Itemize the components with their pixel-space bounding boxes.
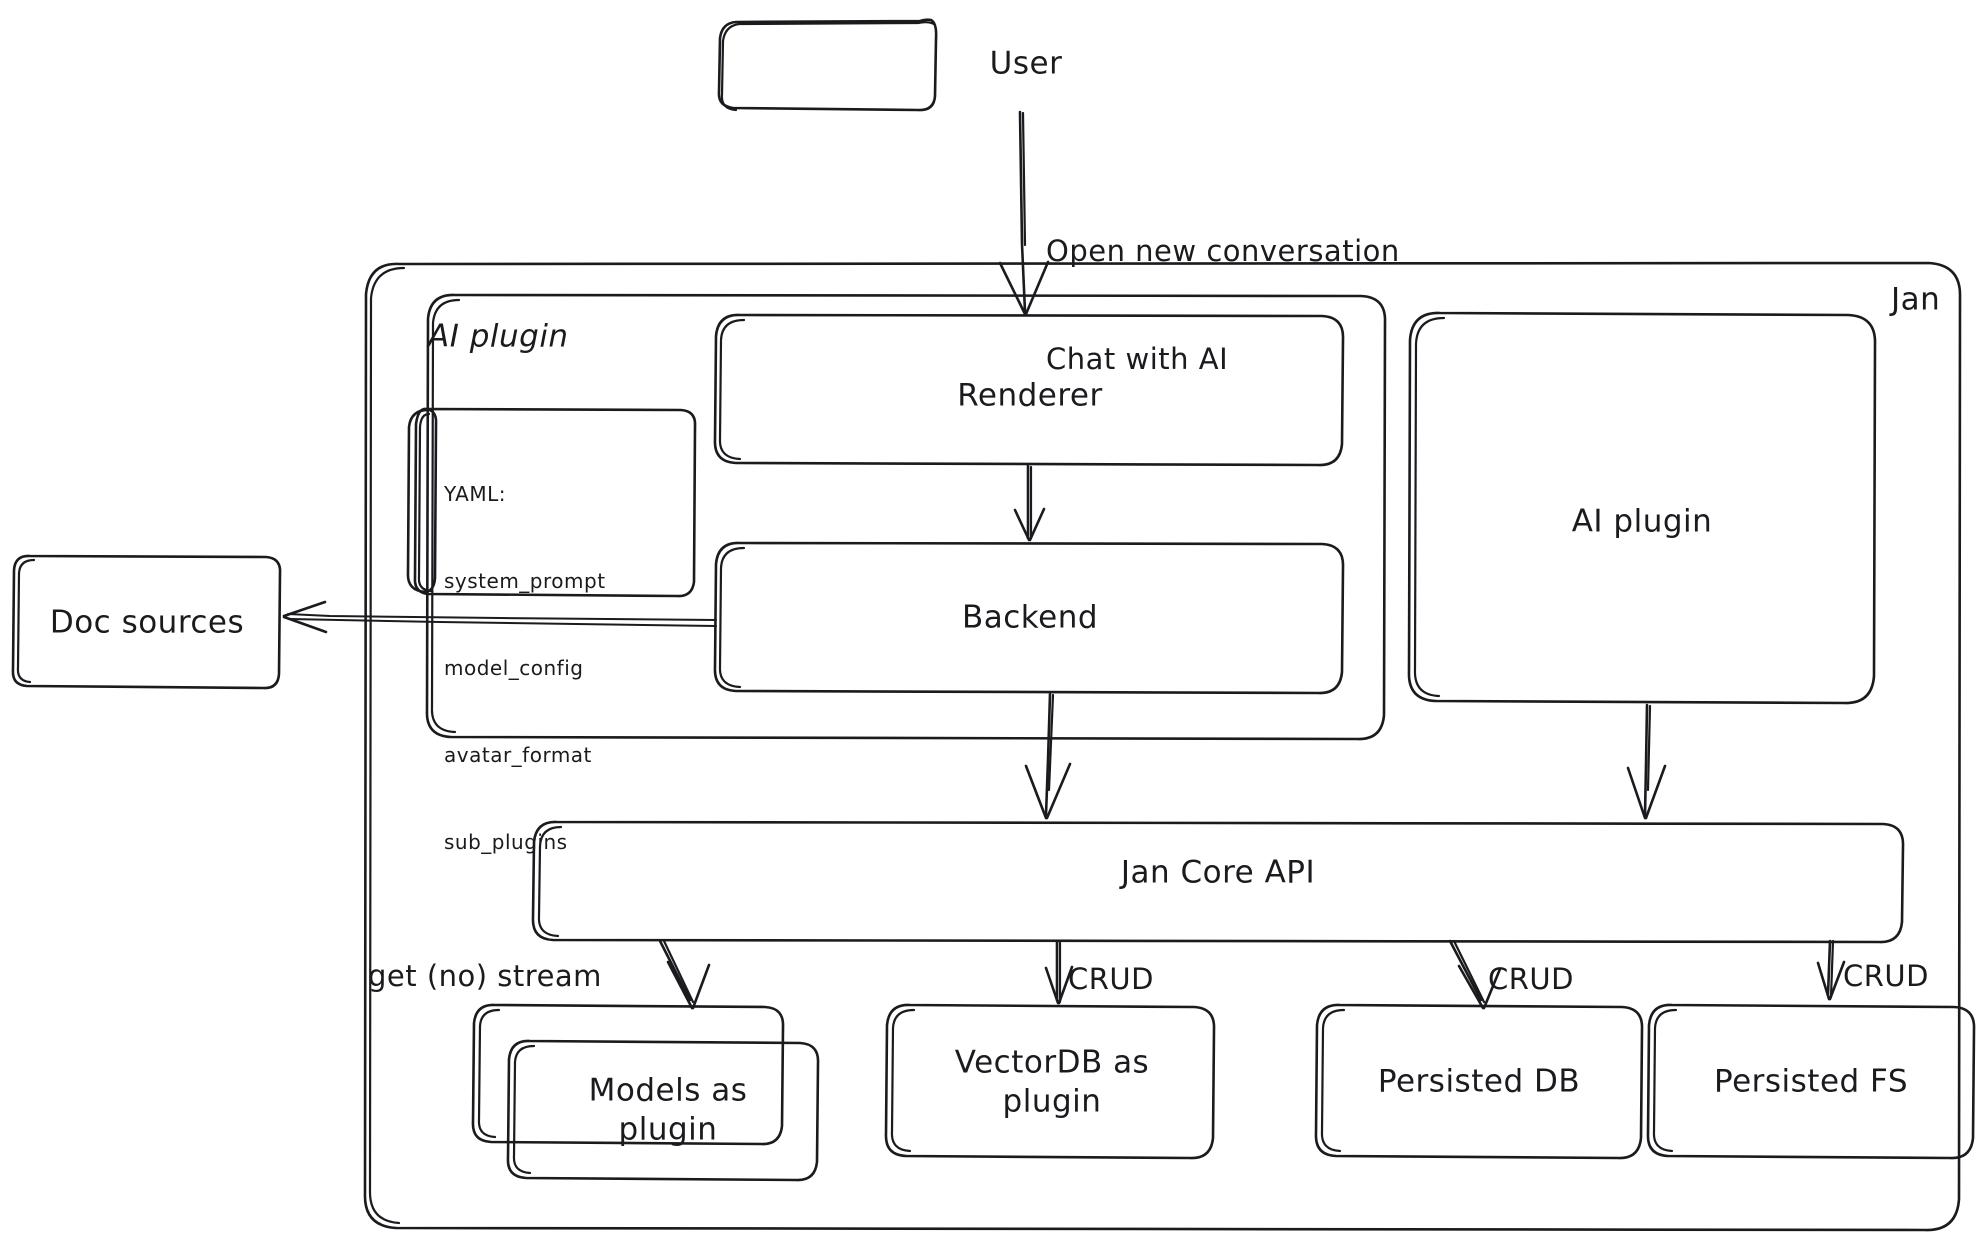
edge-core-api-to-models — [658, 939, 711, 1010]
node-ai-plugin-box-shape[interactable] — [1407, 311, 1877, 705]
note-yaml-block: YAML: system_prompt model_config avatar_… — [444, 422, 606, 915]
note-yaml-line-0: system_prompt — [444, 569, 606, 593]
edge-renderer-to-backend — [1013, 464, 1046, 542]
node-renderer-shape[interactable] — [713, 313, 1345, 467]
node-user-label: User — [989, 45, 1063, 82]
edge-label-crud-persisted-fs: CRUD — [1843, 958, 1929, 993]
node-ai-plugin-box-label: AI plugin — [1571, 503, 1713, 540]
note-yaml-shape — [406, 407, 697, 598]
node-vectordb-as-plugin-label: VectorDB as plugin — [954, 1044, 1150, 1119]
node-models-as-plugin-shape[interactable] — [471, 1003, 820, 1182]
edge-label-get-no-stream: get (no) stream — [368, 958, 602, 993]
node-persisted-db-shape[interactable] — [1314, 1003, 1644, 1160]
edge-label-crud-persisted-db: CRUD — [1488, 961, 1574, 996]
note-yaml-title: YAML: — [444, 482, 506, 506]
node-jan-core-api-label: Jan Core API — [1120, 854, 1316, 891]
edge-backend-to-core-api — [1024, 692, 1072, 820]
group-ai-plugin-label: AI plugin — [428, 318, 569, 355]
note-yaml-line-2: avatar_format — [444, 743, 592, 767]
edge-label-open-new-conversation: Open new conversation Chat with AI — [1046, 160, 1400, 450]
edge-label-crud-vectordb: CRUD — [1068, 961, 1154, 996]
node-models-as-plugin-label: Models as plugin — [588, 1072, 748, 1147]
edge-core-api-to-persisted-fs — [1816, 939, 1846, 1001]
edge-backend-to-doc-sources — [282, 600, 717, 634]
node-doc-sources-label: Doc sources — [49, 604, 245, 641]
node-jan-core-api-shape[interactable] — [531, 820, 1905, 944]
node-vectordb-as-plugin-shape[interactable] — [884, 1003, 1216, 1160]
group-ai-plugin-shape — [425, 293, 1387, 741]
node-persisted-fs-shape[interactable] — [1646, 1003, 1976, 1160]
node-backend-shape[interactable] — [713, 541, 1345, 695]
node-doc-sources-shape[interactable] — [11, 554, 282, 690]
note-yaml-line-1: model_config — [444, 656, 584, 680]
edge-ai-plugin-to-core-api — [1626, 703, 1667, 820]
edge-user-to-renderer — [998, 110, 1050, 316]
node-renderer-label: Renderer — [957, 377, 1103, 414]
node-user-shape[interactable] — [717, 18, 938, 112]
note-yaml-line-3: sub_plugins — [444, 830, 568, 854]
node-backend-label: Backend — [961, 599, 1099, 636]
edge-core-api-to-vectordb — [1044, 939, 1074, 1005]
node-persisted-db-label: Persisted DB — [1377, 1063, 1581, 1100]
container-jan-label: Jan — [1891, 281, 1941, 318]
edge-label-line-2: Chat with AI — [1046, 342, 1229, 377]
container-jan-shape — [363, 261, 1962, 1232]
edge-core-api-to-persisted-db — [1448, 939, 1502, 1010]
edge-label-line-1: Open new conversation — [1046, 233, 1400, 268]
node-persisted-fs-label: Persisted FS — [1713, 1063, 1909, 1100]
